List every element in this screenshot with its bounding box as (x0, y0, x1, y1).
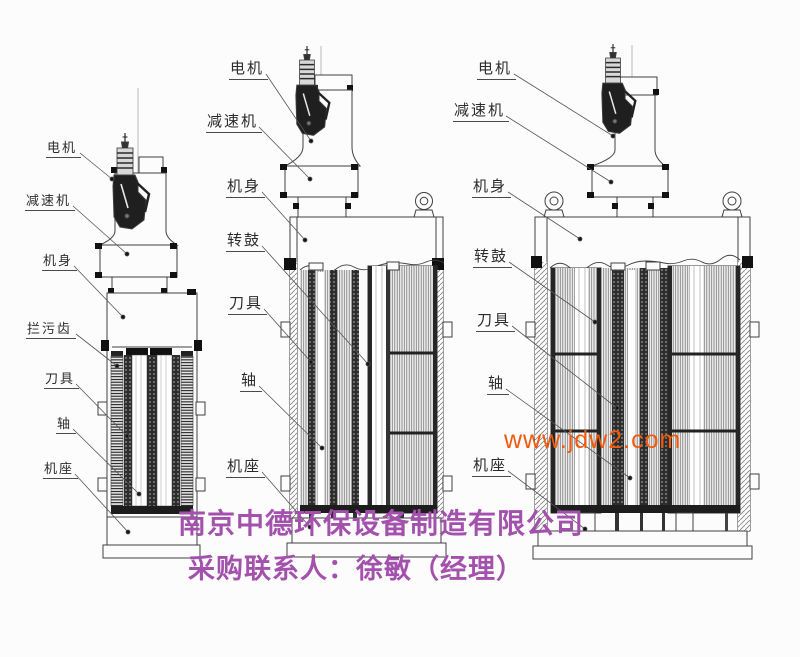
machine-medium-drawing (280, 44, 453, 558)
label-large-motor: 电机 (477, 57, 517, 80)
label-medium-drum: 转鼓 (226, 229, 266, 252)
label-small-motor: 电机 (46, 137, 82, 158)
watermark-url: www.jdw2.com (504, 426, 682, 454)
label-large-shaft: 轴 (487, 372, 510, 395)
label-small-trash-teeth: 拦污齿 (26, 318, 77, 339)
label-medium-cutter: 刀具 (228, 292, 268, 315)
label-small-cutter: 刀具 (44, 368, 80, 389)
leader-lines (72, 73, 633, 535)
label-small-base: 机座 (43, 458, 79, 479)
label-small-reducer: 减速机 (25, 190, 76, 211)
label-large-drum: 转鼓 (473, 245, 513, 268)
label-small-shaft: 轴 (56, 413, 77, 434)
label-large-cutter: 刀具 (476, 309, 516, 332)
contact-person-text: 采购联系人：徐敏（经理） (188, 554, 524, 584)
company-name-text: 南京中德环保设备制造有限公司 (178, 508, 585, 539)
label-medium-shaft: 轴 (240, 369, 263, 392)
machine-small-drawing (95, 88, 206, 559)
label-large-body: 机身 (472, 175, 512, 198)
label-small-body: 机身 (42, 250, 78, 271)
label-medium-motor: 电机 (229, 57, 269, 80)
label-large-base: 机座 (472, 454, 512, 477)
machine-large-drawing (525, 42, 760, 560)
label-medium-base: 机座 (226, 455, 266, 478)
label-medium-reducer: 减速机 (206, 110, 263, 133)
label-medium-body: 机身 (226, 175, 266, 198)
label-large-reducer: 减速机 (453, 99, 510, 122)
